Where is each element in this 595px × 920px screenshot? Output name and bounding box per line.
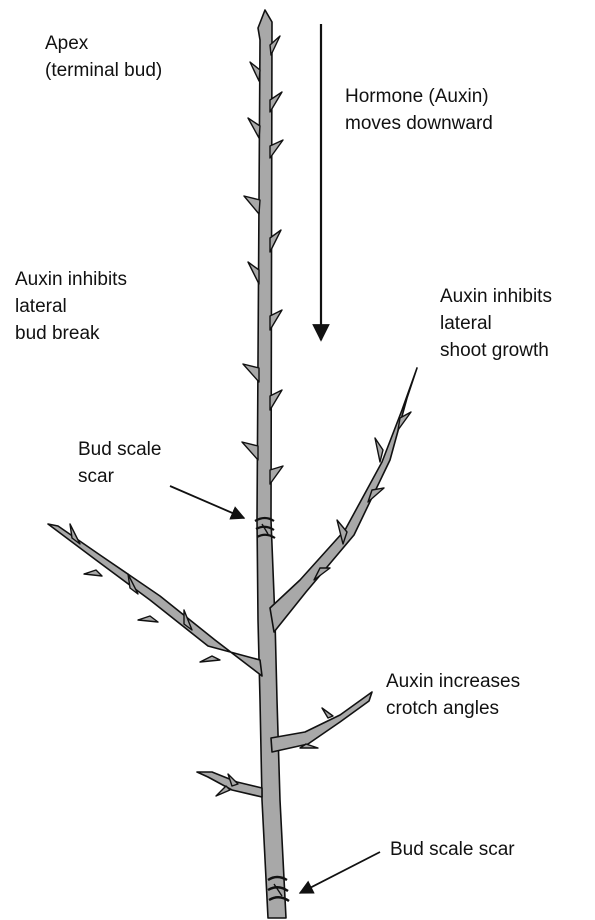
lateral-bud: [322, 708, 333, 718]
inhibits-shoot-growth-label: Auxin inhibits lateral shoot growth: [440, 283, 552, 364]
bud-scale-scar-lower-line-1: Bud scale scar: [390, 836, 515, 863]
lateral-bud: [216, 786, 230, 796]
apex-label-line-2: (terminal bud): [45, 57, 162, 84]
bud-scale-scar-upper-line-1: Bud scale: [78, 436, 161, 463]
inhibits-shoot-growth-line-1: Auxin inhibits: [440, 283, 552, 310]
lateral-bud: [84, 570, 102, 576]
bud-scale-scar-upper-arrow: [170, 486, 244, 518]
left-shoot: [48, 524, 262, 676]
lateral-bud: [248, 262, 259, 284]
bud-scale-scar-upper-line-2: scar: [78, 463, 161, 490]
lateral-bud: [375, 438, 383, 462]
inhibits-shoot-growth-line-3: shoot growth: [440, 337, 552, 364]
bud-scale-scar-lower-arrow: [300, 852, 380, 893]
inhibits-shoot-growth-line-2: lateral: [440, 310, 552, 337]
inhibits-bud-break-line-3: bud break: [15, 320, 127, 347]
lateral-bud: [200, 656, 220, 662]
inhibits-bud-break-label: Auxin inhibits lateral bud break: [15, 266, 127, 347]
inhibits-bud-break-line-2: lateral: [15, 293, 127, 320]
hormone-label-line-2: moves downward: [345, 110, 493, 137]
increases-crotch-label: Auxin increases crotch angles: [386, 668, 520, 722]
lateral-bud: [270, 466, 283, 484]
apex-label: Apex (terminal bud): [45, 30, 162, 84]
increases-crotch-line-1: Auxin increases: [386, 668, 520, 695]
lower-right-shoot: [271, 692, 372, 752]
lateral-buds: [70, 36, 411, 796]
hormone-label: Hormone (Auxin) moves downward: [345, 83, 493, 137]
bud-scale-scar-lower-label: Bud scale scar: [390, 836, 515, 863]
lateral-bud: [244, 196, 260, 214]
lateral-bud: [250, 62, 260, 81]
apex-label-line-1: Apex: [45, 30, 162, 57]
increases-crotch-line-2: crotch angles: [386, 695, 520, 722]
lateral-bud: [138, 616, 158, 622]
inhibits-bud-break-line-1: Auxin inhibits: [15, 266, 127, 293]
lateral-bud: [243, 364, 259, 382]
lateral-bud: [242, 442, 258, 460]
upper-right-shoot: [270, 368, 417, 632]
bud-scale-scar-upper-label: Bud scale scar: [78, 436, 161, 490]
hormone-label-line-1: Hormone (Auxin): [345, 83, 493, 110]
lateral-bud: [248, 118, 260, 138]
